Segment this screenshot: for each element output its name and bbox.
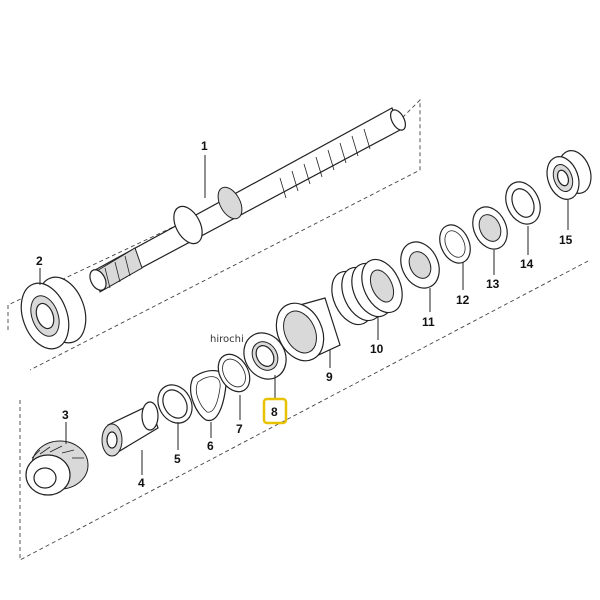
part-4-sleeve <box>101 401 159 457</box>
part-1-main-shaft <box>89 107 406 293</box>
part-5-ring <box>157 384 193 424</box>
watermark-text: hirochi <box>210 334 244 345</box>
part-2-bearing <box>20 276 87 350</box>
label-7: 7 <box>236 422 243 436</box>
label-15: 15 <box>559 233 573 247</box>
label-11: 11 <box>422 315 435 329</box>
part-9-hub-sleeve <box>275 297 341 362</box>
part-7-circlip <box>217 353 251 393</box>
label-8: 8 <box>271 405 278 419</box>
part-15-bearing <box>546 150 592 200</box>
part-3-gear <box>25 440 89 496</box>
label-12: 12 <box>456 293 470 307</box>
label-14: 14 <box>520 257 534 271</box>
part-8-splined-washer <box>243 332 287 380</box>
label-13: 13 <box>486 277 500 291</box>
part-12-split-ring <box>439 224 471 264</box>
label-3: 3 <box>62 408 69 422</box>
part-14-washer <box>505 181 541 225</box>
part-13-needle-cage <box>472 206 508 250</box>
label-4: 4 <box>138 476 145 490</box>
part-6-triangular-ring <box>190 370 227 422</box>
label-9: 9 <box>326 370 333 384</box>
highlight-box <box>262 397 288 425</box>
part-10-spring <box>331 258 403 326</box>
label-6: 6 <box>207 439 214 453</box>
part-11-splined-disc <box>400 241 440 289</box>
leader-lines <box>39 155 569 475</box>
assembly-outline-lower <box>19 259 591 561</box>
label-10: 10 <box>370 342 384 356</box>
label-1: 1 <box>201 139 208 153</box>
label-2: 2 <box>36 254 43 268</box>
assembly-outline-upper <box>7 98 421 371</box>
label-5: 5 <box>174 452 181 466</box>
